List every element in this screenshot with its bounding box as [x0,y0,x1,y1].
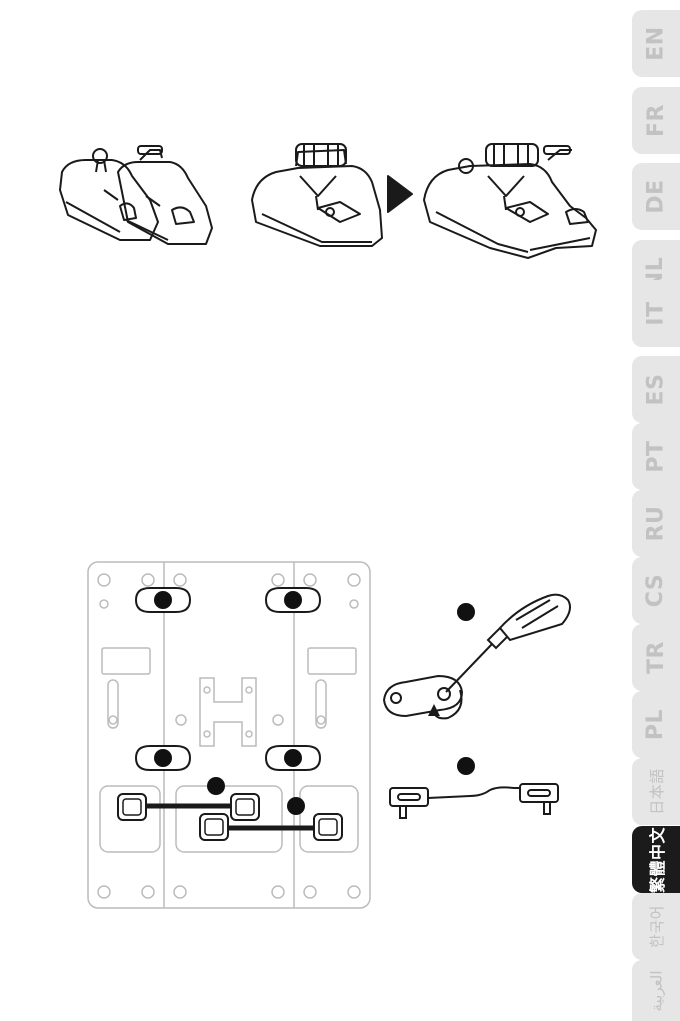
screwdriver-icon [384,595,570,716]
tab-label: IT [643,301,668,325]
tab-label: CS [644,574,669,607]
language-tabs: EN FR DE NL IT ES PT RU CS TR PL 日本語 繁體中… [632,0,680,1021]
tab-label: RU [644,506,669,542]
tab-ru[interactable]: RU [632,490,680,557]
tab-es[interactable]: ES [632,356,680,423]
step-marker [457,603,475,621]
tab-label: 日本語 [645,768,666,815]
tab-label: 繁體中文 [644,826,668,892]
tab-en[interactable]: EN [632,10,680,77]
step-marker [457,757,475,775]
tab-label: EN [643,26,668,60]
cable-connections [118,794,342,840]
tab-fr[interactable]: FR [632,87,680,154]
tab-label: PT [643,440,668,472]
tab-label: 한국어 [646,905,667,948]
tab-cs[interactable]: CS [632,557,680,624]
tab-label: ES [644,374,669,406]
tab-ja[interactable]: 日本語 [632,758,680,825]
tab-label: PL [644,709,669,740]
tab-de[interactable]: DE [632,163,680,230]
tab-label: DE [643,179,668,213]
cable-icon [390,784,558,818]
tab-zh-tw[interactable]: 繁體中文 [632,826,680,893]
tab-label: TR [643,641,668,674]
assembly-illustrations [0,0,620,1021]
tab-it[interactable]: IT [632,280,680,347]
tab-ar[interactable]: العربية [632,960,680,1021]
tab-ko[interactable]: 한국어 [632,893,680,960]
base-plate [88,562,370,908]
tab-label: العربية [647,970,665,1011]
tab-label: FR [644,104,669,137]
tab-pl[interactable]: PL [632,691,680,758]
tab-pt[interactable]: PT [632,423,680,490]
tab-tr[interactable]: TR [632,624,680,691]
